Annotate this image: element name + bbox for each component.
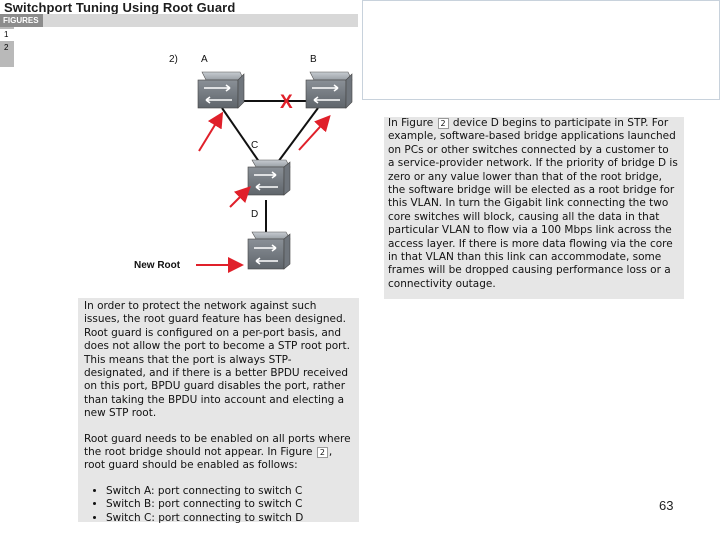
- root-guard-text-box: In order to protect the network against …: [78, 298, 359, 525]
- switch-b-label: B: [310, 54, 317, 65]
- step-label: 2): [169, 54, 178, 65]
- list-item: Switch C: port connecting to switch D: [106, 512, 353, 525]
- description-text-end: device D begins to participate in STP. F…: [388, 117, 678, 290]
- list-item: Switch B: port connecting to switch C: [106, 498, 353, 511]
- link-b-c: [274, 107, 319, 167]
- root-guard-paragraph-1: In order to protect the network against …: [84, 300, 350, 420]
- switch-d-icon: [247, 231, 291, 270]
- root-guard-paragraph-2: Root guard needs to be enabled on all po…: [84, 433, 353, 473]
- root-guard-list: Switch A: port connecting to switch C Sw…: [84, 485, 353, 525]
- figure-tabs: 1 2: [0, 27, 14, 67]
- root-guard-text-end: , root guard should be enabled as follow…: [84, 446, 333, 472]
- arrow-to-switch-c: [229, 186, 251, 208]
- new-root-label: New Root: [134, 260, 181, 271]
- switch-d-label: D: [251, 209, 258, 220]
- description-text-box: In Figure 2 device D begins to participa…: [384, 117, 684, 299]
- switch-a-label: A: [201, 54, 208, 65]
- list-item: Switch A: port connecting to switch C: [106, 485, 353, 498]
- root-guard-text-start: Root guard needs to be enabled on all po…: [84, 432, 351, 459]
- figure-tab-1[interactable]: 1: [0, 29, 14, 41]
- figures-bar: FIGURES: [0, 14, 358, 27]
- description-text-start: In Figure: [388, 117, 437, 129]
- blank-panel: [362, 0, 720, 100]
- blocked-link-marker: X: [280, 92, 293, 113]
- figure-ref-link-2[interactable]: 2: [316, 447, 328, 459]
- switch-a-icon: [197, 71, 245, 109]
- arrow-to-switch-a: [198, 111, 224, 152]
- switch-b-icon: [305, 71, 353, 109]
- arrow-to-switch-b: [298, 115, 331, 151]
- link-a-c: [221, 107, 263, 167]
- switch-c-icon: [247, 159, 291, 196]
- description-paragraph: In Figure 2 device D begins to participa…: [388, 117, 678, 291]
- page-title: Switchport Tuning Using Root Guard: [4, 0, 236, 15]
- figure-ref-link[interactable]: 2: [437, 118, 449, 129]
- title-bar: Switchport Tuning Using Root Guard: [0, 0, 358, 15]
- figure-tab-2[interactable]: 2: [0, 42, 14, 54]
- figures-label: FIGURES: [0, 14, 43, 27]
- switch-c-label: C: [251, 140, 258, 151]
- page-number: 63: [659, 498, 674, 513]
